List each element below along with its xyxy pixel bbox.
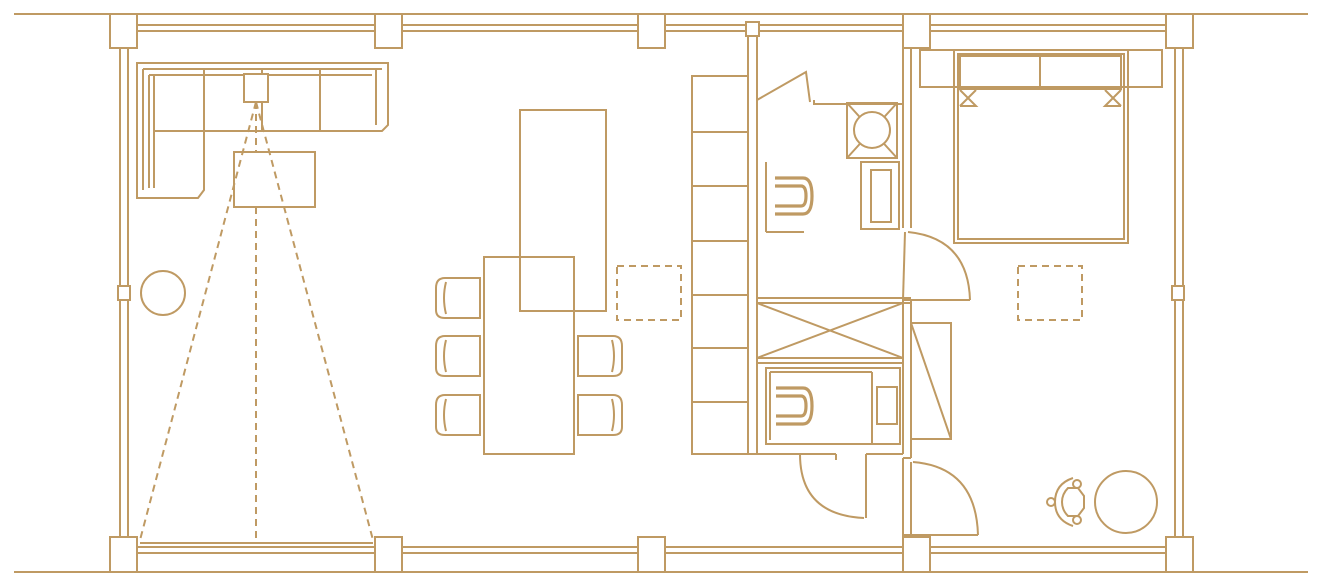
dining-chair-icon [435, 277, 481, 319]
wardrobe-icon [910, 322, 952, 440]
round-side-table-icon [140, 270, 186, 316]
wc-door-icon [799, 453, 865, 519]
shaft-icon [756, 302, 904, 359]
floor-plan-strokes [14, 13, 1308, 573]
structural-columns [109, 13, 1194, 573]
dining-chairs [435, 277, 623, 436]
sofa-icon [136, 62, 389, 199]
double-bed-icon [919, 49, 1163, 244]
washbasin-icon [846, 102, 898, 159]
armchair-icon [1046, 477, 1085, 527]
dining-chair-icon [577, 335, 623, 377]
dining-chair-icon [435, 335, 481, 377]
bedroom-door-icon [902, 231, 971, 301]
round-table-icon [1094, 470, 1158, 534]
dashed-area-marker [1017, 265, 1083, 321]
toilet-icon [765, 162, 814, 233]
dining-table-icon [483, 256, 575, 455]
dining-chair-icon [435, 394, 481, 436]
dining-chair-icon [577, 394, 623, 436]
interior-walls [745, 21, 978, 537]
coffee-table-icon [233, 151, 316, 208]
kitchen-island-icon [519, 109, 607, 312]
shower-icon [860, 161, 900, 230]
staircase-icon [691, 75, 749, 455]
bedroom-door-icon [912, 461, 979, 536]
tv-projection-icon [139, 101, 374, 544]
wc-door-icon [756, 70, 903, 105]
toilet-icon [765, 367, 901, 445]
dashed-area-marker [616, 265, 682, 321]
